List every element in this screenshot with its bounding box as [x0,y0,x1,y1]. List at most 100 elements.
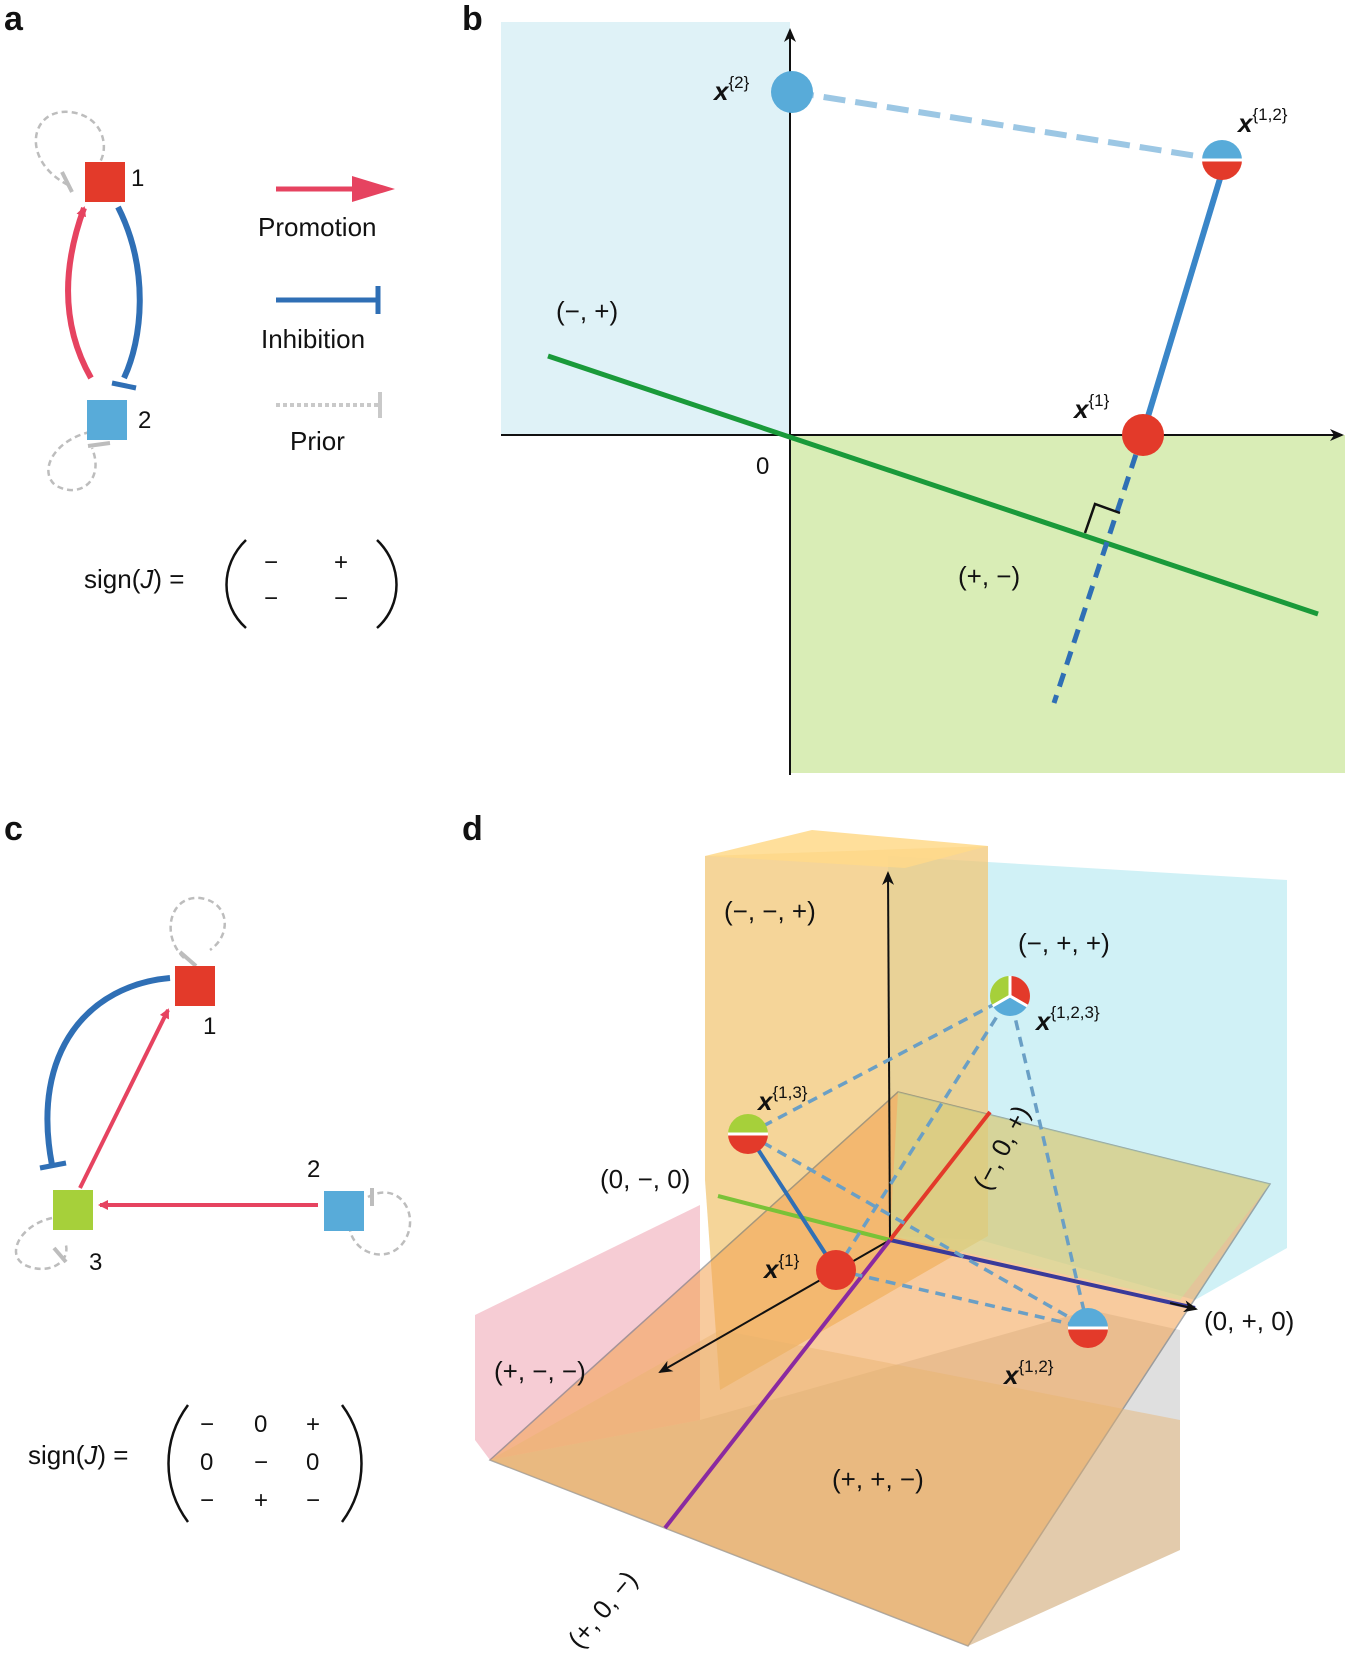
plane-green-tint [890,1092,1270,1300]
c-node3-prior-loop [14,1216,68,1271]
panel-a-label: a [4,0,24,38]
d-label-x1: x{1} [762,1251,800,1284]
matrix-a-cell: − [264,549,278,576]
point-x12 [1202,140,1242,180]
lower-plane-shade [490,1330,1180,1646]
node-2-label: 2 [138,407,151,434]
matrix-c-cell: − [200,1411,214,1438]
d-axis-right-arrow [1169,1300,1198,1313]
node2-prior-loop [47,430,97,492]
inhibition-bar [111,380,137,391]
orthant-label-mmp: (−, −, +) [724,896,816,926]
c-node-2-label: 2 [307,1156,320,1183]
matrix-a-cell: − [334,585,348,612]
c-node2-prior-loop [348,1191,412,1256]
label-x1: x{1} [1072,391,1110,424]
node-2-square [87,400,127,440]
sign-text-c: sign(J) = [28,1440,128,1470]
matrix-a-right-paren [376,539,398,629]
d-label-x13: x{1,3} [756,1083,808,1116]
label-x2: x{2} [712,73,750,106]
label-x12: x{1,2} [1236,105,1288,138]
c-node-3-square [53,1190,93,1230]
d-point-x12 [1068,1308,1108,1348]
c-node1-prior-loop [169,896,226,959]
d-axis-right-line [889,1238,1196,1310]
node-1-label: 1 [131,165,144,192]
orthant-label-pzm: (+, 0, −) [562,1565,644,1654]
c-node3-prior-bar [52,1246,68,1264]
panel-d-label: d [462,810,483,848]
d-dashed-connectors [747,994,1090,1330]
c-node1-prior-bar [178,950,198,968]
matrix-c-cell: + [254,1487,268,1514]
d-axis-up [882,871,895,1241]
legend-promotion-label: Promotion [258,212,377,242]
c-inhibition-edge-1-to-3 [44,975,171,1166]
panel-d: d [462,810,1294,1654]
d-point-x1 [816,1250,856,1290]
node1-prior-loop [34,110,106,187]
legend-promotion-arrowhead [352,176,395,202]
c-node-2-square [324,1191,364,1231]
c-promotion-edge-3-to-1 [78,1008,170,1189]
panel-b-label: b [462,0,483,38]
right-angle-marker [1083,502,1121,534]
inhibition-edge-1-to-2 [115,205,143,380]
d-point-x13 [728,1114,768,1154]
sign-matrix-c: sign(J) = − 0 + 0 − 0 − + − [28,1404,363,1523]
d-red-line [888,1110,992,1242]
panel-c: c 1 2 3 sign(J) = − 0 + 0 − 0 − + − [4,810,412,1523]
promotion-edge-2-to-1 [65,206,94,380]
matrix-c-cell: − [306,1487,320,1514]
segment-x2-x12 [791,89,1223,163]
node2-prior-bar [87,441,111,448]
green-boundary-line [547,353,1319,617]
matrix-c-cell: − [200,1487,214,1514]
c-inhibition-bar [39,1160,67,1171]
d-segment-x13-x1 [746,1132,838,1272]
legend-prior-label: Prior [290,426,345,456]
quadrant-neg-pos-fill [501,22,790,435]
matrix-a-left-paren [225,539,247,629]
quadrant-label-pos-neg: (+, −) [958,561,1020,591]
orthant-label-mpp: (−, +, +) [1018,928,1110,958]
legend-inhibition-label: Inhibition [261,324,365,354]
d-point-x123 [990,976,1030,1016]
matrix-c-cell: 0 [200,1449,213,1476]
matrix-c-cell: + [306,1411,320,1438]
d-label-x123: x{1,2,3} [1034,1003,1100,1036]
origin-label: 0 [756,453,769,480]
segment-x1-x12 [1140,171,1225,434]
projection-dashed-line [1051,432,1146,704]
sign-matrix-a: sign(J) = − + − − [84,539,398,629]
orthant-label-ppm: (+, +, −) [832,1464,924,1494]
panel-c-label: c [4,810,23,848]
matrix-a-cell: − [264,585,278,612]
matrix-c-right-paren [340,1404,363,1523]
matrix-c-cell: 0 [306,1449,319,1476]
matrix-a-cell: + [334,549,348,576]
quadrant-pos-neg-fill [790,435,1345,773]
point-x1 [1122,414,1164,456]
sign-text-a: sign(J) = [84,564,184,594]
panel-b: b 0 (−, +) (+, −) x{2} x{1,2} x{1} [462,0,1345,775]
d-label-x12: x{1,2} [1002,1357,1054,1390]
d-purple-line [663,1238,892,1530]
node-1-square [85,162,125,202]
quadrant-label-neg-pos: (−, +) [556,296,618,326]
matrix-c-cell: 0 [254,1411,267,1438]
matrix-c-cell: − [254,1449,268,1476]
c-node-1-square [175,966,215,1006]
c-node-1-label: 1 [203,1013,216,1040]
point-x2 [771,71,813,113]
orthant-label-pmm: (+, −, −) [494,1356,586,1386]
orthant-label-zpz: (0, +, 0) [1204,1306,1294,1336]
matrix-c-left-paren [167,1404,190,1523]
orthant-label-zmz: (0, −, 0) [600,1164,690,1194]
panel-a: a 1 2 Promotion Inhibition Prior sign(J)… [4,0,398,629]
box-mmp-top [705,830,988,868]
node1-prior-bar [60,171,74,193]
c-node-3-label: 3 [89,1249,102,1276]
